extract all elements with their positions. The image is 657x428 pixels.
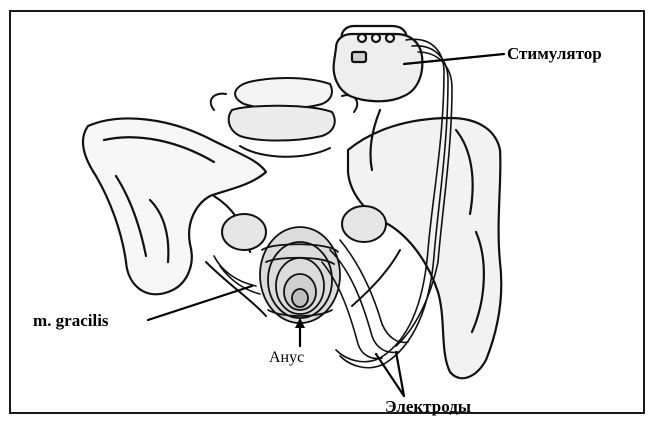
label-anus: Анус — [269, 350, 304, 366]
right-iliac-bone — [348, 110, 501, 378]
label-stimulator: Стимулятор — [507, 45, 602, 62]
label-electrodes: Электроды — [385, 398, 471, 415]
anal-sphincter — [260, 227, 340, 323]
label-gracilis: m. gracilis — [33, 312, 109, 329]
left-iliac-bone — [83, 118, 266, 294]
lumbar-vertebrae — [211, 78, 357, 157]
